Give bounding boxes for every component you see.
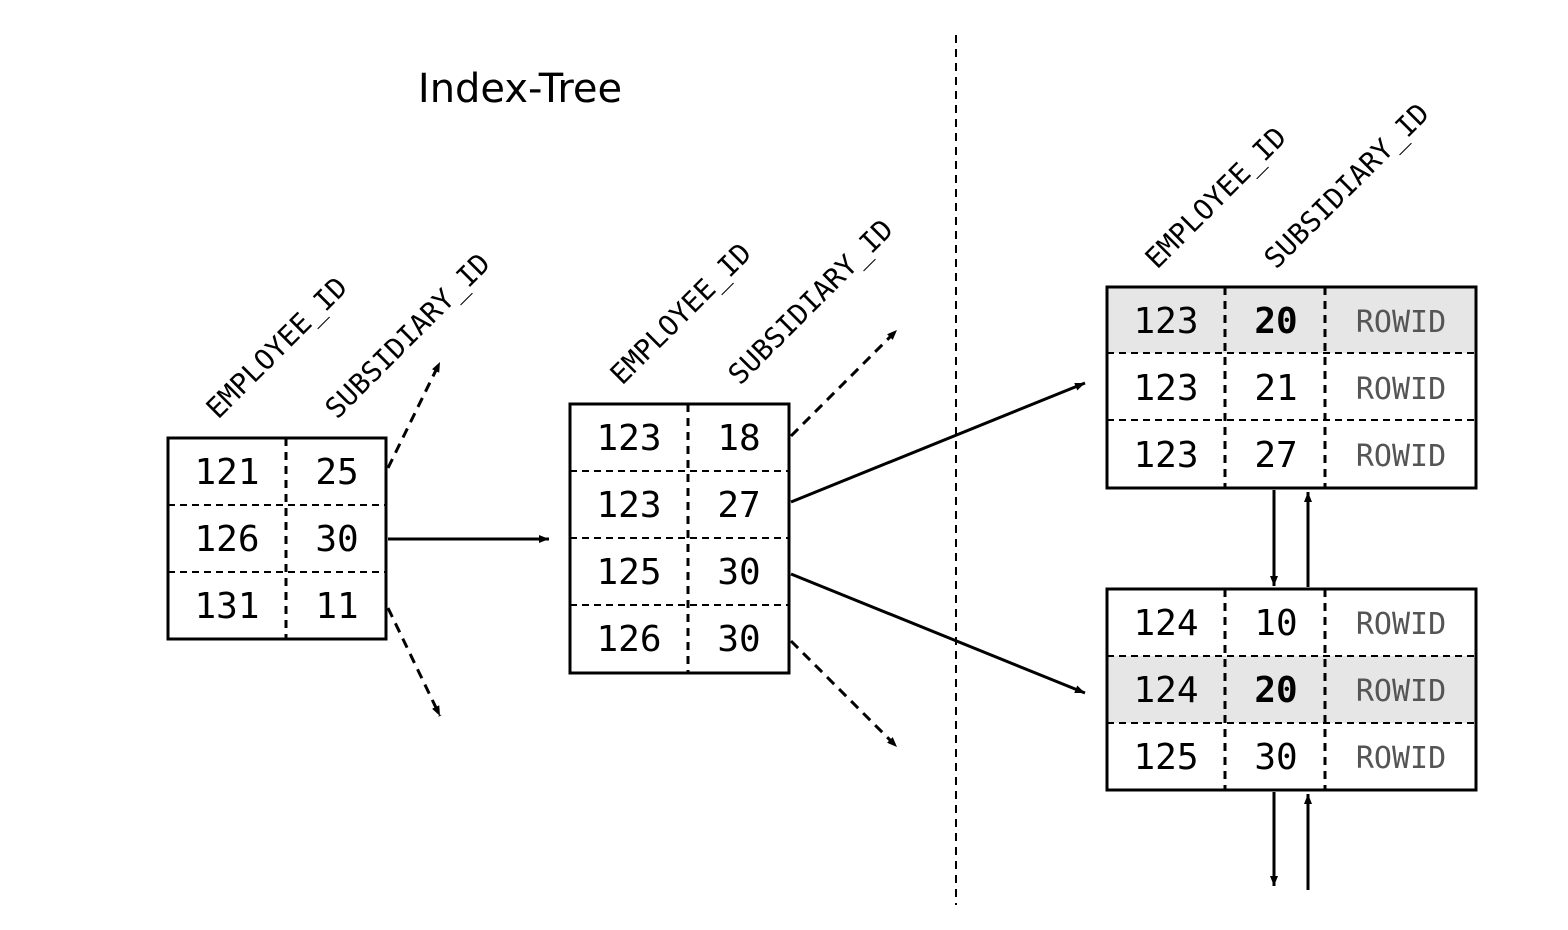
root-pointer-arrow-down-dashed xyxy=(386,607,442,717)
branch-to-leaf-2-arrow xyxy=(790,572,1086,695)
subsidiary-id-cell: 30 xyxy=(717,552,760,593)
leaf-header-subsidiary-id: SUBSIDIARY_ID xyxy=(1258,97,1437,276)
branch-pointer-arrow-up-dashed xyxy=(789,328,899,438)
highlighted-row xyxy=(1107,656,1476,723)
node-border xyxy=(166,436,388,641)
node-border xyxy=(568,402,791,675)
leaf-node-1: 123 20 ROWID 123 21 ROWID 123 27 ROWID xyxy=(1105,285,1478,490)
employee-id-cell: 124 xyxy=(1133,670,1198,711)
subsidiary-id-cell: 27 xyxy=(717,485,760,526)
employee-id-cell: 131 xyxy=(194,586,259,627)
rowid-cell: ROWID xyxy=(1356,741,1446,776)
subsidiary-id-cell: 30 xyxy=(1254,737,1297,778)
node-border xyxy=(1105,285,1478,490)
subsidiary-id-cell: 10 xyxy=(1254,603,1297,644)
employee-id-cell: 126 xyxy=(194,519,259,560)
subsidiary-id-cell: 20 xyxy=(1254,301,1297,342)
subsidiary-id-cell: 30 xyxy=(717,619,760,660)
employee-id-cell: 123 xyxy=(1133,301,1198,342)
employee-id-cell: 123 xyxy=(596,485,661,526)
node-border xyxy=(1105,587,1478,792)
root-node: 121 25 126 30 131 11 xyxy=(166,436,388,641)
employee-id-cell: 123 xyxy=(596,418,661,459)
rowid-cell: ROWID xyxy=(1356,305,1446,340)
highlighted-row xyxy=(1107,287,1476,353)
subsidiary-id-cell: 21 xyxy=(1254,368,1297,409)
rowid-cell: ROWID xyxy=(1356,439,1446,474)
branch-to-leaf-1-arrow xyxy=(790,381,1086,504)
subsidiary-id-cell: 25 xyxy=(315,452,358,493)
subsidiary-id-cell: 27 xyxy=(1254,435,1297,476)
rowid-cell: ROWID xyxy=(1356,607,1446,642)
root-pointer-arrow-up-dashed xyxy=(386,361,442,469)
employee-id-cell: 123 xyxy=(1133,435,1198,476)
diagram-title: Index-Tree xyxy=(418,66,622,112)
branch-header-subsidiary-id: SUBSIDIARY_ID xyxy=(722,213,901,392)
subsidiary-id-cell: 18 xyxy=(717,418,760,459)
subsidiary-id-cell: 20 xyxy=(1254,670,1297,711)
root-header-subsidiary-id: SUBSIDIARY_ID xyxy=(319,247,498,426)
subsidiary-id-cell: 11 xyxy=(315,586,358,627)
employee-id-cell: 121 xyxy=(194,452,259,493)
branch-pointer-arrow-down-dashed xyxy=(789,639,899,749)
employee-id-cell: 123 xyxy=(1133,368,1198,409)
employee-id-cell: 124 xyxy=(1133,603,1198,644)
subsidiary-id-cell: 30 xyxy=(315,519,358,560)
leaf-node-2: 124 10 ROWID 124 20 ROWID 125 30 ROWID xyxy=(1105,587,1478,792)
rowid-cell: ROWID xyxy=(1356,674,1446,709)
branch-node: 123 18 123 27 125 30 126 30 xyxy=(568,402,791,675)
employee-id-cell: 126 xyxy=(596,619,661,660)
employee-id-cell: 125 xyxy=(596,552,661,593)
rowid-cell: ROWID xyxy=(1356,372,1446,407)
employee-id-cell: 125 xyxy=(1133,737,1198,778)
